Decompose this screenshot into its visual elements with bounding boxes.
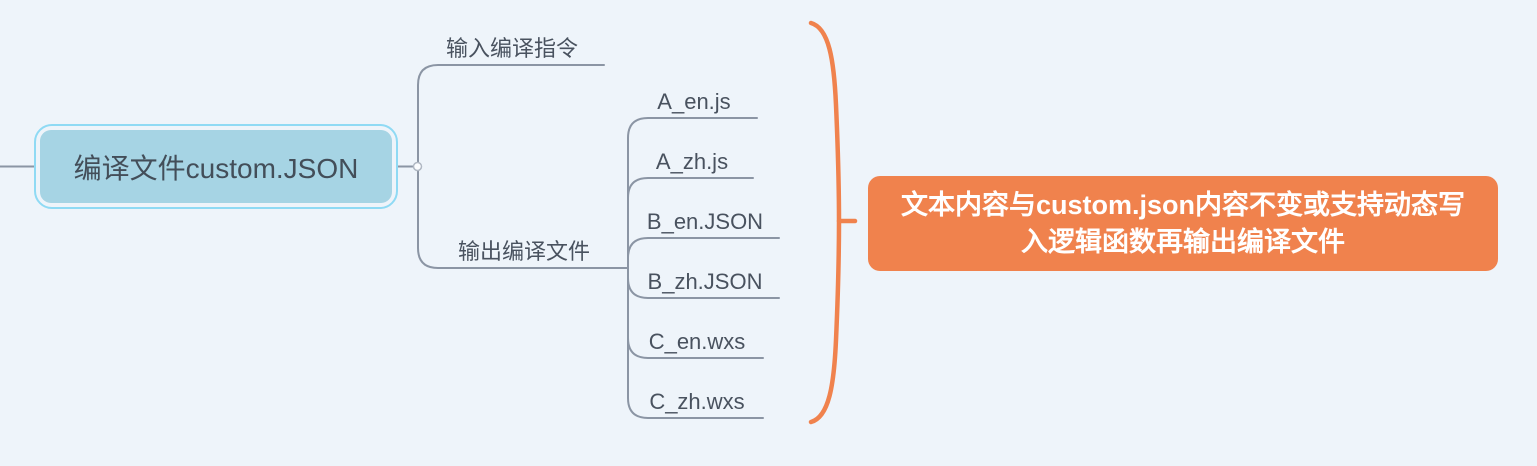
leaf-topic-c-en[interactable]: C_en.wxs — [648, 329, 746, 354]
branch-connectors — [0, 64, 780, 419]
connector-branch-input — [417, 64, 605, 163]
connector-leaf-a-zh — [627, 177, 754, 199]
branch-topic-input[interactable]: 输入编译指令 — [445, 36, 578, 61]
summary-brace[interactable] — [808, 20, 858, 425]
leaf-topic-a-en[interactable]: A_en.js — [657, 89, 731, 114]
connector-leaf-a-en — [627, 117, 758, 269]
connector-leaf-c-zh — [627, 267, 764, 419]
leaf-topic-b-en[interactable]: B_en.JSON — [646, 209, 764, 234]
leaf-topic-c-zh[interactable]: C_zh.wxs — [649, 389, 745, 414]
leaf-topic-b-zh[interactable]: B_zh.JSON — [647, 269, 763, 294]
root-topic[interactable]: 编译文件custom.JSON — [34, 124, 398, 209]
summary-brace-curve — [808, 20, 842, 425]
collapse-handle[interactable] — [412, 161, 423, 172]
summary-topic[interactable]: 文本内容与custom.json内容不变或支持动态写入逻辑函数再输出编译文件 — [868, 176, 1498, 271]
root-topic-label: 编译文件custom.JSON — [40, 130, 392, 203]
leaf-topic-a-zh[interactable]: A_zh.js — [655, 149, 729, 174]
connector-branch-output — [417, 170, 629, 269]
branch-topic-output[interactable]: 输出编译文件 — [457, 239, 590, 264]
connector-leaf-b-en — [627, 237, 780, 259]
